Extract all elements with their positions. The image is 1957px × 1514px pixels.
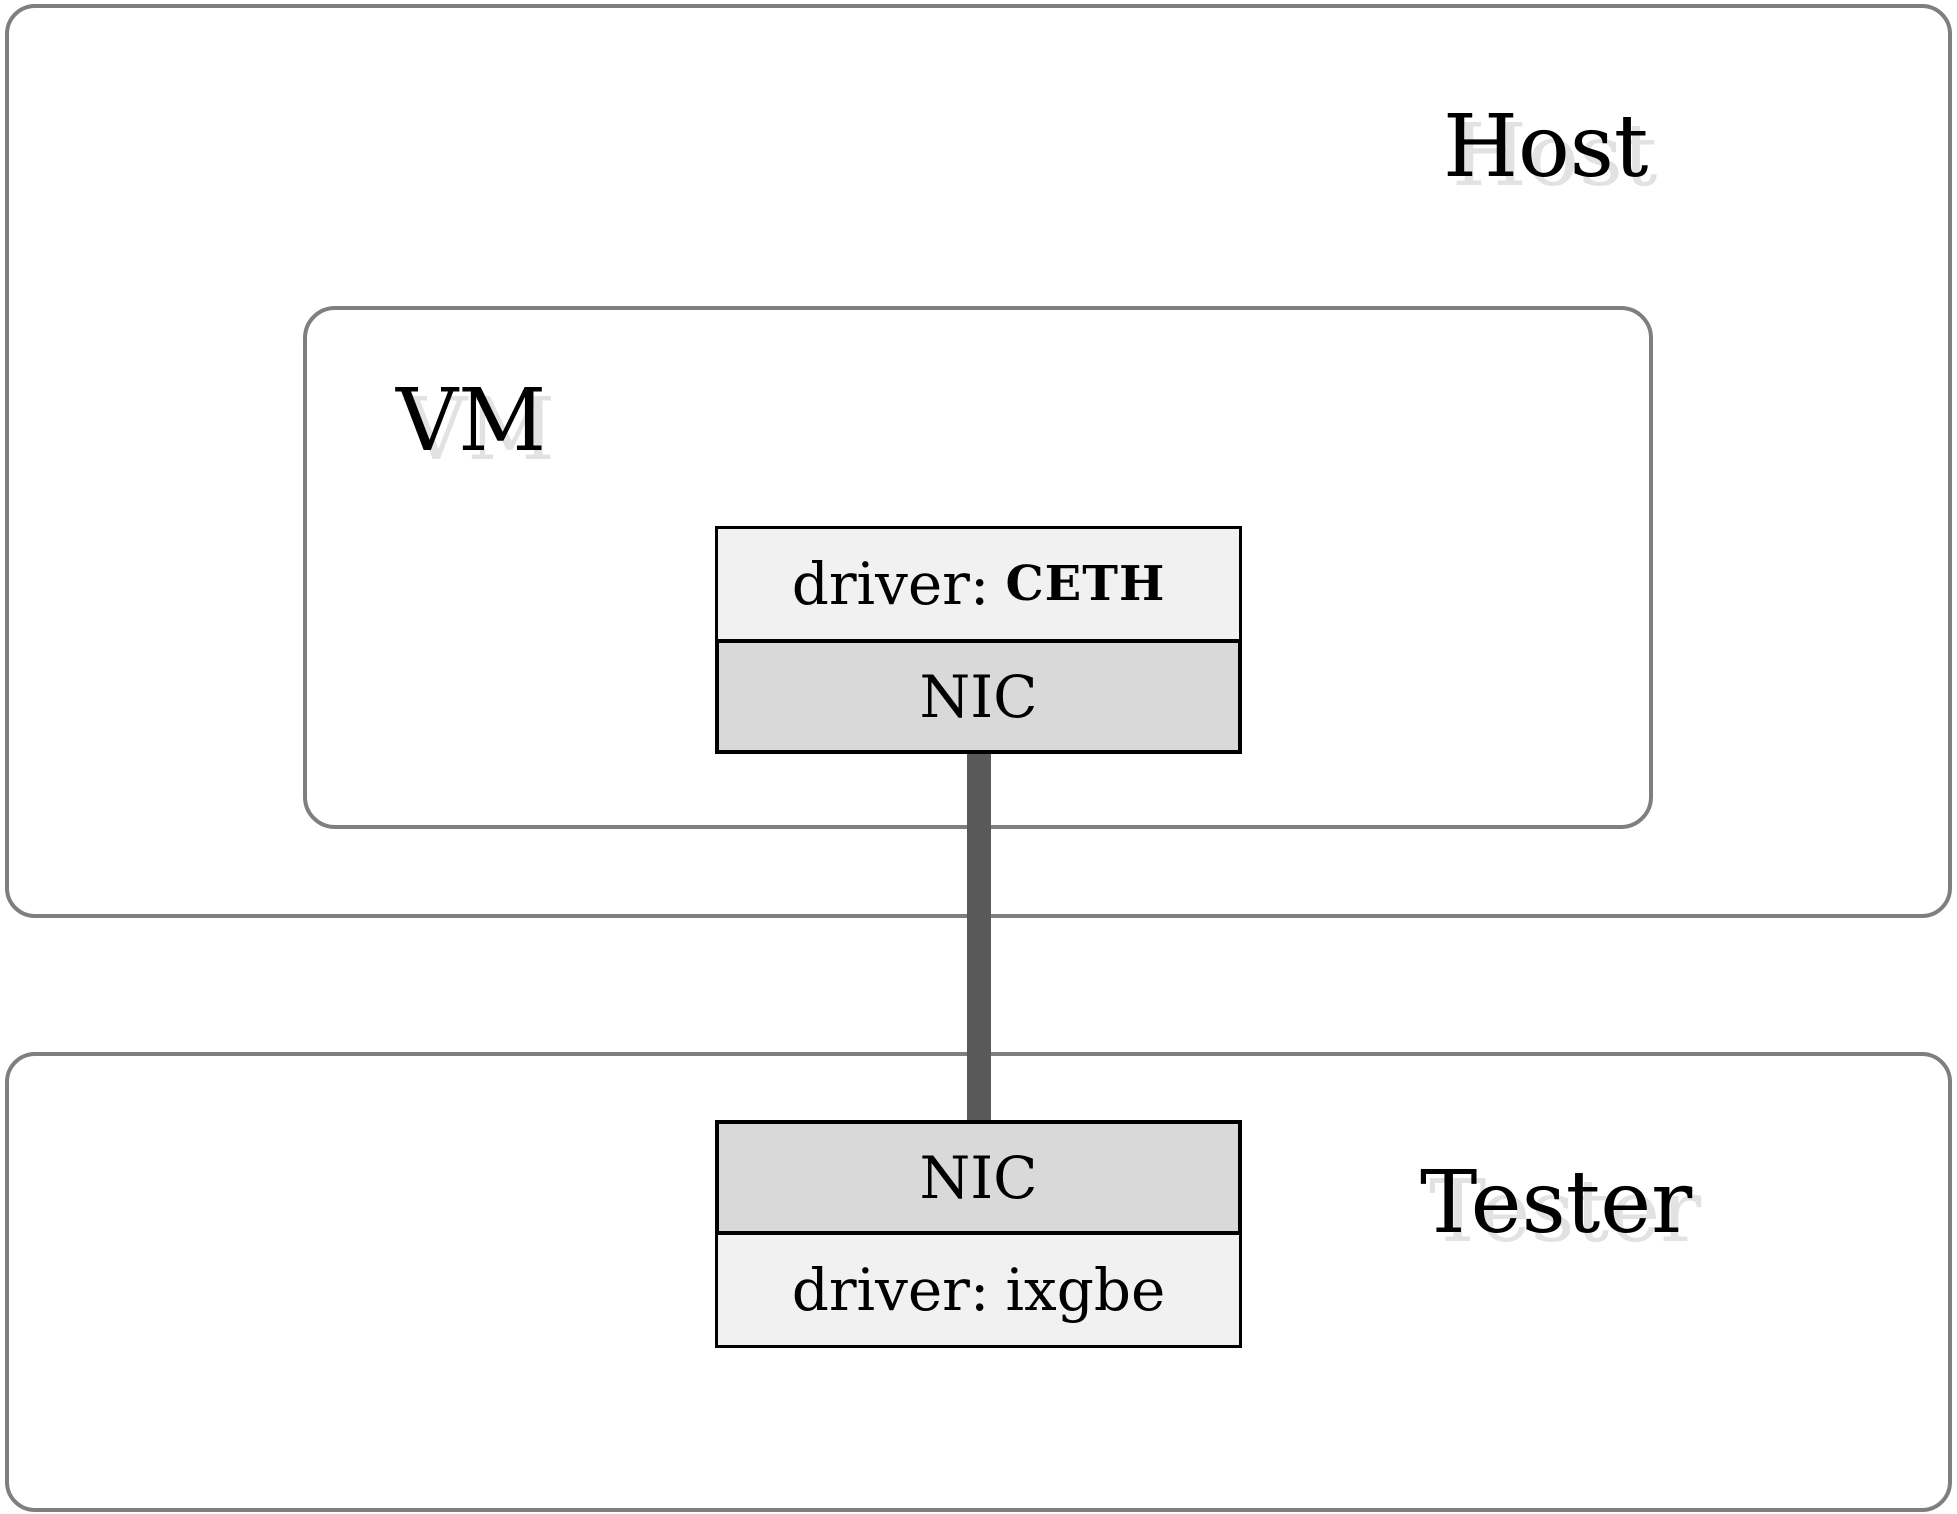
host-label: Host: [1443, 97, 1649, 197]
tester-driver-name: ixgbe: [1005, 1256, 1166, 1324]
vm-label: VM: [396, 371, 547, 471]
tester-driver-box: driver: ixgbe: [715, 1232, 1242, 1348]
vm-driver-box: driver: CETH: [715, 526, 1242, 642]
tester-nic-label: NIC: [919, 1143, 1038, 1212]
vm-driver-prefix: driver:: [791, 550, 990, 618]
vm-nic-label: NIC: [919, 662, 1038, 731]
tester-nic-box: NIC: [715, 1120, 1242, 1235]
vm-nic-box: NIC: [715, 639, 1242, 754]
vm-driver-name: CETH: [1005, 556, 1166, 612]
network-link: [967, 752, 991, 1122]
tester-label: Tester: [1420, 1153, 1693, 1253]
tester-driver-prefix: driver:: [791, 1256, 990, 1324]
